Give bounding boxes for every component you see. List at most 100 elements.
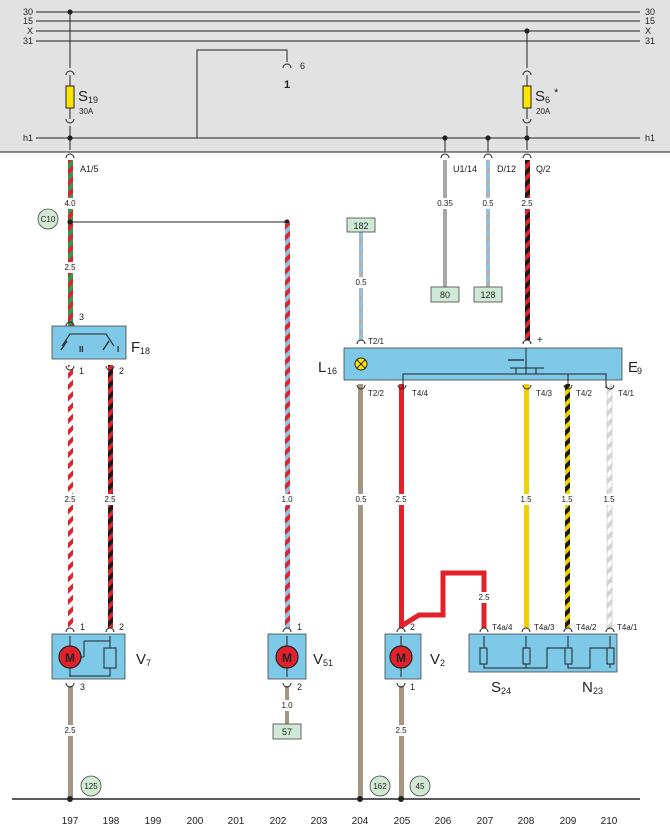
bus-lines xyxy=(0,11,670,153)
e9-pin-t4-3: T4/3 xyxy=(536,389,553,398)
motor-v2: M 2 1 V 2 xyxy=(384,622,445,692)
ground-junctions xyxy=(67,796,404,802)
e9-pin-t2-1: T2/1 xyxy=(368,337,385,346)
fuse-s6-sub: 6 xyxy=(545,95,550,105)
connector-d-12: D/12 xyxy=(497,164,516,174)
s24-pin-4: T4a/4 xyxy=(492,623,513,632)
s24-letter: S xyxy=(491,679,501,696)
grid-208: 208 xyxy=(518,816,535,827)
v7-symbol: M xyxy=(65,651,75,665)
ground-45: 45 xyxy=(416,782,425,791)
v2-pin-1: 1 xyxy=(410,682,415,692)
gauge-t21: 0.5 xyxy=(355,278,367,287)
f18-pos-a: II xyxy=(79,345,83,354)
bus-panel xyxy=(0,0,670,152)
grid-200: 200 xyxy=(187,816,204,827)
panel-connectors xyxy=(65,153,532,159)
grid-202: 202 xyxy=(270,816,287,827)
connector-a1-5: A1/5 xyxy=(80,164,99,174)
ref-box-57: 57 xyxy=(272,723,302,740)
e9-sub: 9 xyxy=(637,366,642,376)
v7-pin-3: 3 xyxy=(80,682,85,692)
v2-sub: 2 xyxy=(440,658,445,668)
s24-pin-2: T4a/2 xyxy=(576,623,597,632)
ref-128: 128 xyxy=(480,290,495,300)
ref-box-128: 128 xyxy=(473,286,503,303)
fuse-s19-letter: S xyxy=(78,88,88,105)
ground-tag-45: 45 xyxy=(409,775,431,797)
wire-t4-1 xyxy=(606,383,613,629)
grid-209: 209 xyxy=(560,816,577,827)
grid-206: 206 xyxy=(435,816,452,827)
grid-210: 210 xyxy=(601,816,618,827)
gauge-v51-gnd: 1.0 xyxy=(281,701,293,710)
ground-tag-125: 125 xyxy=(80,775,102,797)
e9-pin-t4-2: T4/2 xyxy=(576,389,593,398)
motor-v7: M 1 2 3 V 7 xyxy=(51,622,151,692)
switch-1: 6 1 xyxy=(196,49,305,138)
grid-199: 199 xyxy=(145,816,162,827)
n23-sub: 23 xyxy=(593,686,603,696)
wire-u1-14 xyxy=(443,160,447,287)
wire-v2-jumper xyxy=(401,570,487,628)
n23-letter: N xyxy=(582,679,593,696)
fuse-s6-note: * xyxy=(554,87,559,99)
f18-sub: 18 xyxy=(140,346,150,356)
lamp-l16 xyxy=(354,357,368,371)
ground-162: 162 xyxy=(373,782,387,791)
ground-tag-162: 162 xyxy=(369,775,391,797)
grid-204: 204 xyxy=(352,816,369,827)
grid-203: 203 xyxy=(311,816,328,827)
ref-box-182: 182 xyxy=(346,217,376,233)
e9-plus: + xyxy=(537,335,543,346)
bus-label-30-left: 30 xyxy=(23,7,33,17)
fuse-s6: S 6 * 20A xyxy=(522,31,559,150)
gauge-main-25: 2.5 xyxy=(64,263,76,272)
gauge-t41: 1.5 xyxy=(603,495,615,504)
v51-pin-1: 1 xyxy=(297,622,302,632)
v2-pin-2: 2 xyxy=(410,622,415,632)
f18-pin-right: 2 xyxy=(119,366,124,376)
bus-label-x-left: X xyxy=(27,26,33,36)
bus-label-h1-left: h1 xyxy=(23,133,33,143)
wire-main-feed xyxy=(68,160,73,328)
fuse-s6-rating: 20A xyxy=(536,107,551,116)
e9-pin-t4-1: T4/1 xyxy=(618,389,635,398)
gauge-f18-2: 2.5 xyxy=(104,495,116,504)
ref-box-80: 80 xyxy=(430,286,460,303)
wire-t4-3 xyxy=(524,384,529,628)
grid-197: 197 xyxy=(62,816,79,827)
bus-label-30-right: 30 xyxy=(645,7,655,17)
l16-letter: L xyxy=(318,359,326,376)
c10-label: C10 xyxy=(41,215,56,224)
gauge-v51-feed: 1.0 xyxy=(281,495,293,504)
gauge-u1: 0.35 xyxy=(437,199,453,208)
bus-label-h1-right: h1 xyxy=(645,133,655,143)
gauge-v2-jump: 2.5 xyxy=(478,593,490,602)
wire-t4-4 xyxy=(399,384,404,628)
switch-number: 1 xyxy=(284,79,290,91)
bus-labels: 30 15 X 31 h1 30 15 X 31 h1 xyxy=(23,7,655,143)
f18-pos-b: I xyxy=(117,345,119,354)
v7-letter: V xyxy=(136,651,146,668)
f18-letter: F xyxy=(131,339,140,356)
h1-drops xyxy=(444,138,489,152)
gauge-q2: 2.5 xyxy=(521,199,533,208)
connector-labels: A1/5 U1/14 D/12 Q/2 xyxy=(80,164,551,174)
fuse-s6-letter: S xyxy=(535,88,545,105)
gauge-d12: 0.5 xyxy=(482,199,494,208)
bus-label-x-right: X xyxy=(645,26,651,36)
wire-t4-2 xyxy=(565,384,570,628)
v7-pin-1: 1 xyxy=(80,622,85,632)
v7-pin-2: 2 xyxy=(119,622,124,632)
wire-v2-ground xyxy=(399,686,404,798)
v2-symbol: M xyxy=(396,651,406,665)
switch-pin: 6 xyxy=(300,61,305,71)
fuse-s19-rating: 30A xyxy=(79,107,94,116)
grid-207: 207 xyxy=(477,816,494,827)
gauge-t22: 0.5 xyxy=(355,495,367,504)
v51-pin-2: 2 xyxy=(297,682,302,692)
e9-letter: E xyxy=(628,359,638,376)
